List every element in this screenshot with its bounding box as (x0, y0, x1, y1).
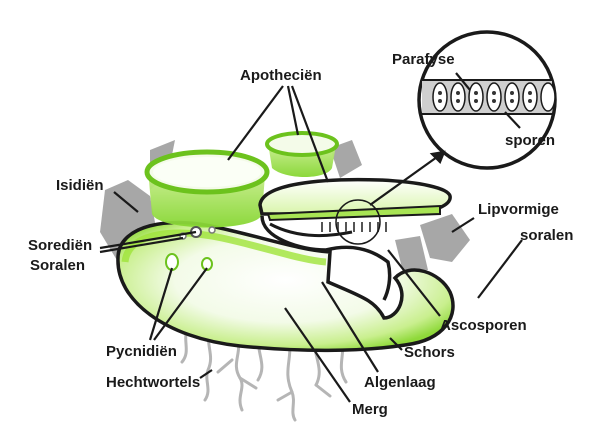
hymenium (322, 222, 386, 232)
label-soralen: Soralen (30, 257, 85, 274)
label-parafyse: Parafyse (392, 51, 455, 68)
label-schors: Schors (404, 344, 455, 361)
label-hechtwortels: Hechtwortels (106, 374, 200, 391)
label-pycnidien: Pycnidiën (106, 343, 177, 360)
label-ascosporen: Ascosporen (440, 317, 527, 334)
apothecium-small (267, 133, 337, 177)
label-isidien: Isidiën (56, 177, 104, 194)
label-algenlaag: Algenlaag (364, 374, 436, 391)
label-soredien: Sorediën (28, 237, 92, 254)
apothecium-left (147, 152, 267, 228)
label-apothecien: Apotheciën (240, 67, 322, 84)
label-merg: Merg (352, 401, 388, 418)
label-sporen: sporen (505, 132, 555, 149)
label-lipvormige: Lipvormige (478, 201, 559, 218)
label-soralen-lip: soralen (520, 227, 573, 244)
